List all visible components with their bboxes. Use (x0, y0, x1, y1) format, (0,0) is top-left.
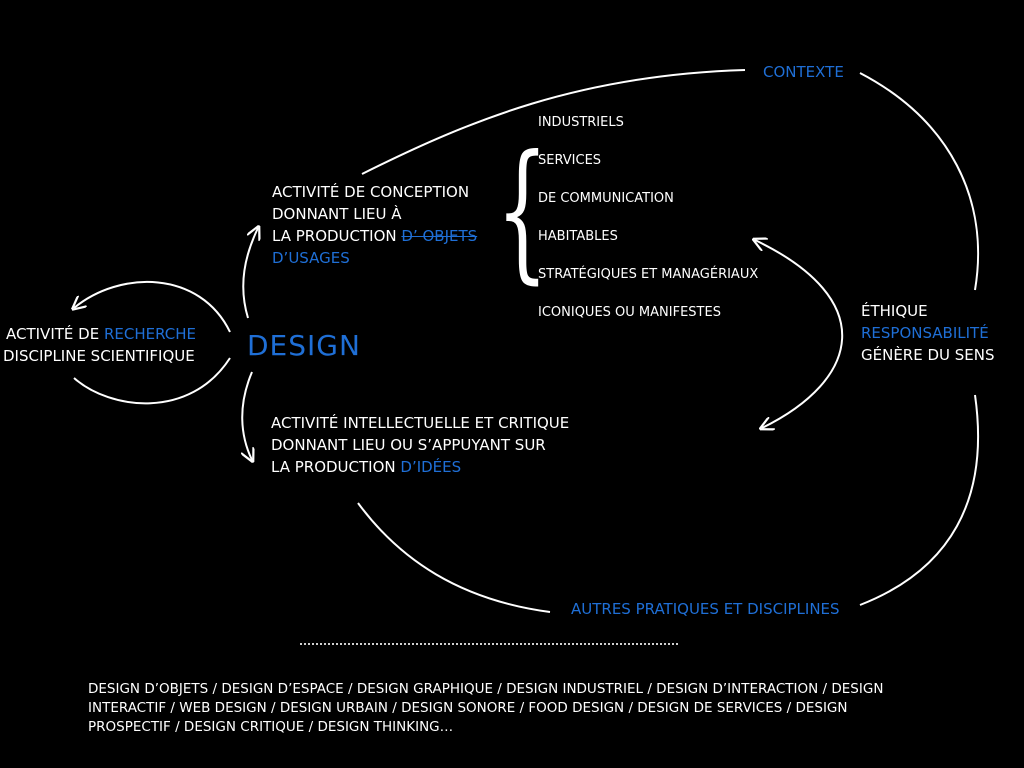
object-type-item: DE COMMUNICATION (538, 191, 674, 206)
intellectual-line2: DONNANT LIEU OU S’APPUYANT SUR (271, 436, 546, 454)
arc-context-to-ethics (859, 72, 980, 291)
arc-others-to-intellectual (357, 502, 551, 613)
dotted-divider (300, 643, 678, 645)
conception-usages: D’USAGES (272, 249, 350, 267)
object-type-item: STRATÉGIQUES ET MANAGÉRIAUX (538, 267, 759, 282)
arrow-habitables-to-ideas (755, 240, 844, 428)
conception-line1: ACTIVITÉ DE CONCEPTION (272, 183, 470, 201)
intellectual-idees: D’IDÉES (400, 458, 462, 476)
conception-label: ACTIVITÉ DE CONCEPTION DONNANT LIEU À LA… (272, 181, 477, 269)
arrow-design-to-conception (242, 228, 258, 319)
research-label: ACTIVITÉ DE RECHERCHE DISCIPLINE SCIENTI… (3, 323, 196, 367)
other-practices-label: AUTRES PRATIQUES ET DISCIPLINES (571, 600, 840, 618)
context-label: CONTEXTE (763, 63, 844, 81)
arrow-design-to-research-bottom (73, 357, 231, 405)
object-type-item: HABITABLES (538, 229, 618, 244)
intellectual-label: ACTIVITÉ INTELLECTUELLE ET CRITIQUE DONN… (271, 412, 569, 478)
ethics-line2: RESPONSABILITÉ (861, 324, 989, 342)
conception-line3-prefix: LA PRODUCTION (272, 227, 402, 245)
arc-conception-to-context (361, 69, 746, 175)
conception-line2: DONNANT LIEU À (272, 205, 402, 223)
object-type-item: SERVICES (538, 153, 602, 168)
research-accent: RECHERCHE (103, 325, 196, 343)
disciplines-list: DESIGN D’OBJETS / DESIGN D’ESPACE / DESI… (88, 681, 884, 735)
conception-struck-objets: D’ OBJETS (401, 227, 478, 245)
intellectual-line3-prefix: LA PRODUCTION (271, 458, 401, 476)
object-types-list: INDUSTRIELS SERVICES DE COMMUNICATION HA… (538, 115, 758, 343)
ethics-line1: ÉTHIQUE (861, 302, 928, 320)
arrow-design-to-research-top (74, 281, 231, 333)
research-line2: DISCIPLINE SCIENTIFIQUE (3, 347, 195, 365)
arrow-design-to-intellectual (242, 371, 252, 460)
object-type-item: INDUSTRIELS (538, 115, 624, 130)
research-prefix: ACTIVITÉ DE (6, 325, 104, 343)
curly-brace: { (496, 124, 549, 298)
design-center-label: DESIGN (247, 329, 361, 362)
ethics-line3: GÉNÈRE DU SENS (861, 346, 995, 364)
ethics-label: ÉTHIQUE RESPONSABILITÉ GÉNÈRE DU SENS (861, 300, 995, 366)
intellectual-line1: ACTIVITÉ INTELLECTUELLE ET CRITIQUE (271, 414, 570, 432)
object-type-item: ICONIQUES OU MANIFESTES (538, 305, 721, 320)
arc-ethics-to-others (859, 394, 980, 606)
